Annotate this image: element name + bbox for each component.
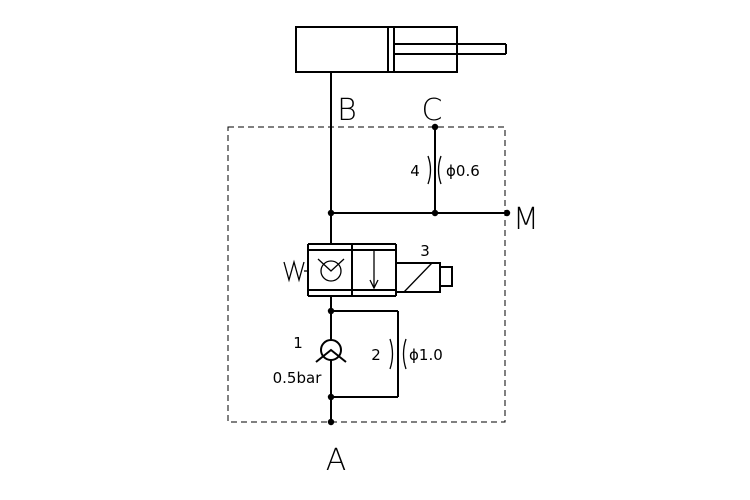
solenoid-valve: [283, 243, 453, 297]
solenoid-valve-number: 3: [420, 242, 430, 260]
valve-check-seat: [317, 258, 345, 272]
cylinder-body: [295, 26, 458, 73]
check-valve-1: [315, 339, 347, 363]
hydraulic-cylinder: [295, 26, 507, 73]
port-b-label: B: [337, 93, 357, 128]
orifice-2-number: 2: [371, 346, 381, 364]
junction-dot: [327, 393, 335, 401]
solenoid-coil-slash: [403, 262, 433, 293]
orifice-arc: [402, 338, 407, 370]
orifice-2-size: ϕ1.0: [409, 346, 443, 364]
check-valve-pressure: 0.5bar: [273, 369, 323, 387]
check-valve-number: 1: [293, 334, 303, 352]
manifold-boundary: [227, 126, 506, 423]
port-m-label: M: [513, 202, 539, 237]
port-m-dot: [503, 209, 511, 217]
orifice-arc: [427, 155, 432, 185]
check-valve-seat: [315, 348, 347, 363]
port-c-dot: [431, 123, 439, 131]
valve-flow-arrow-head: [369, 279, 379, 290]
orifice-4-size: ϕ0.6: [446, 162, 480, 180]
solenoid-manual-override: [439, 266, 453, 287]
orifice-4-symbol: [427, 155, 442, 185]
orifice-2-symbol: [389, 338, 407, 370]
return-spring-icon: [283, 259, 305, 283]
port-c-label: C: [422, 93, 443, 128]
port-a-dot: [327, 418, 335, 426]
valve-check-ball: [320, 260, 342, 282]
orifice-arc: [389, 338, 394, 370]
port-a-label: A: [326, 443, 347, 478]
orifice-arc: [437, 155, 442, 185]
orifice-4-number: 4: [410, 162, 420, 180]
